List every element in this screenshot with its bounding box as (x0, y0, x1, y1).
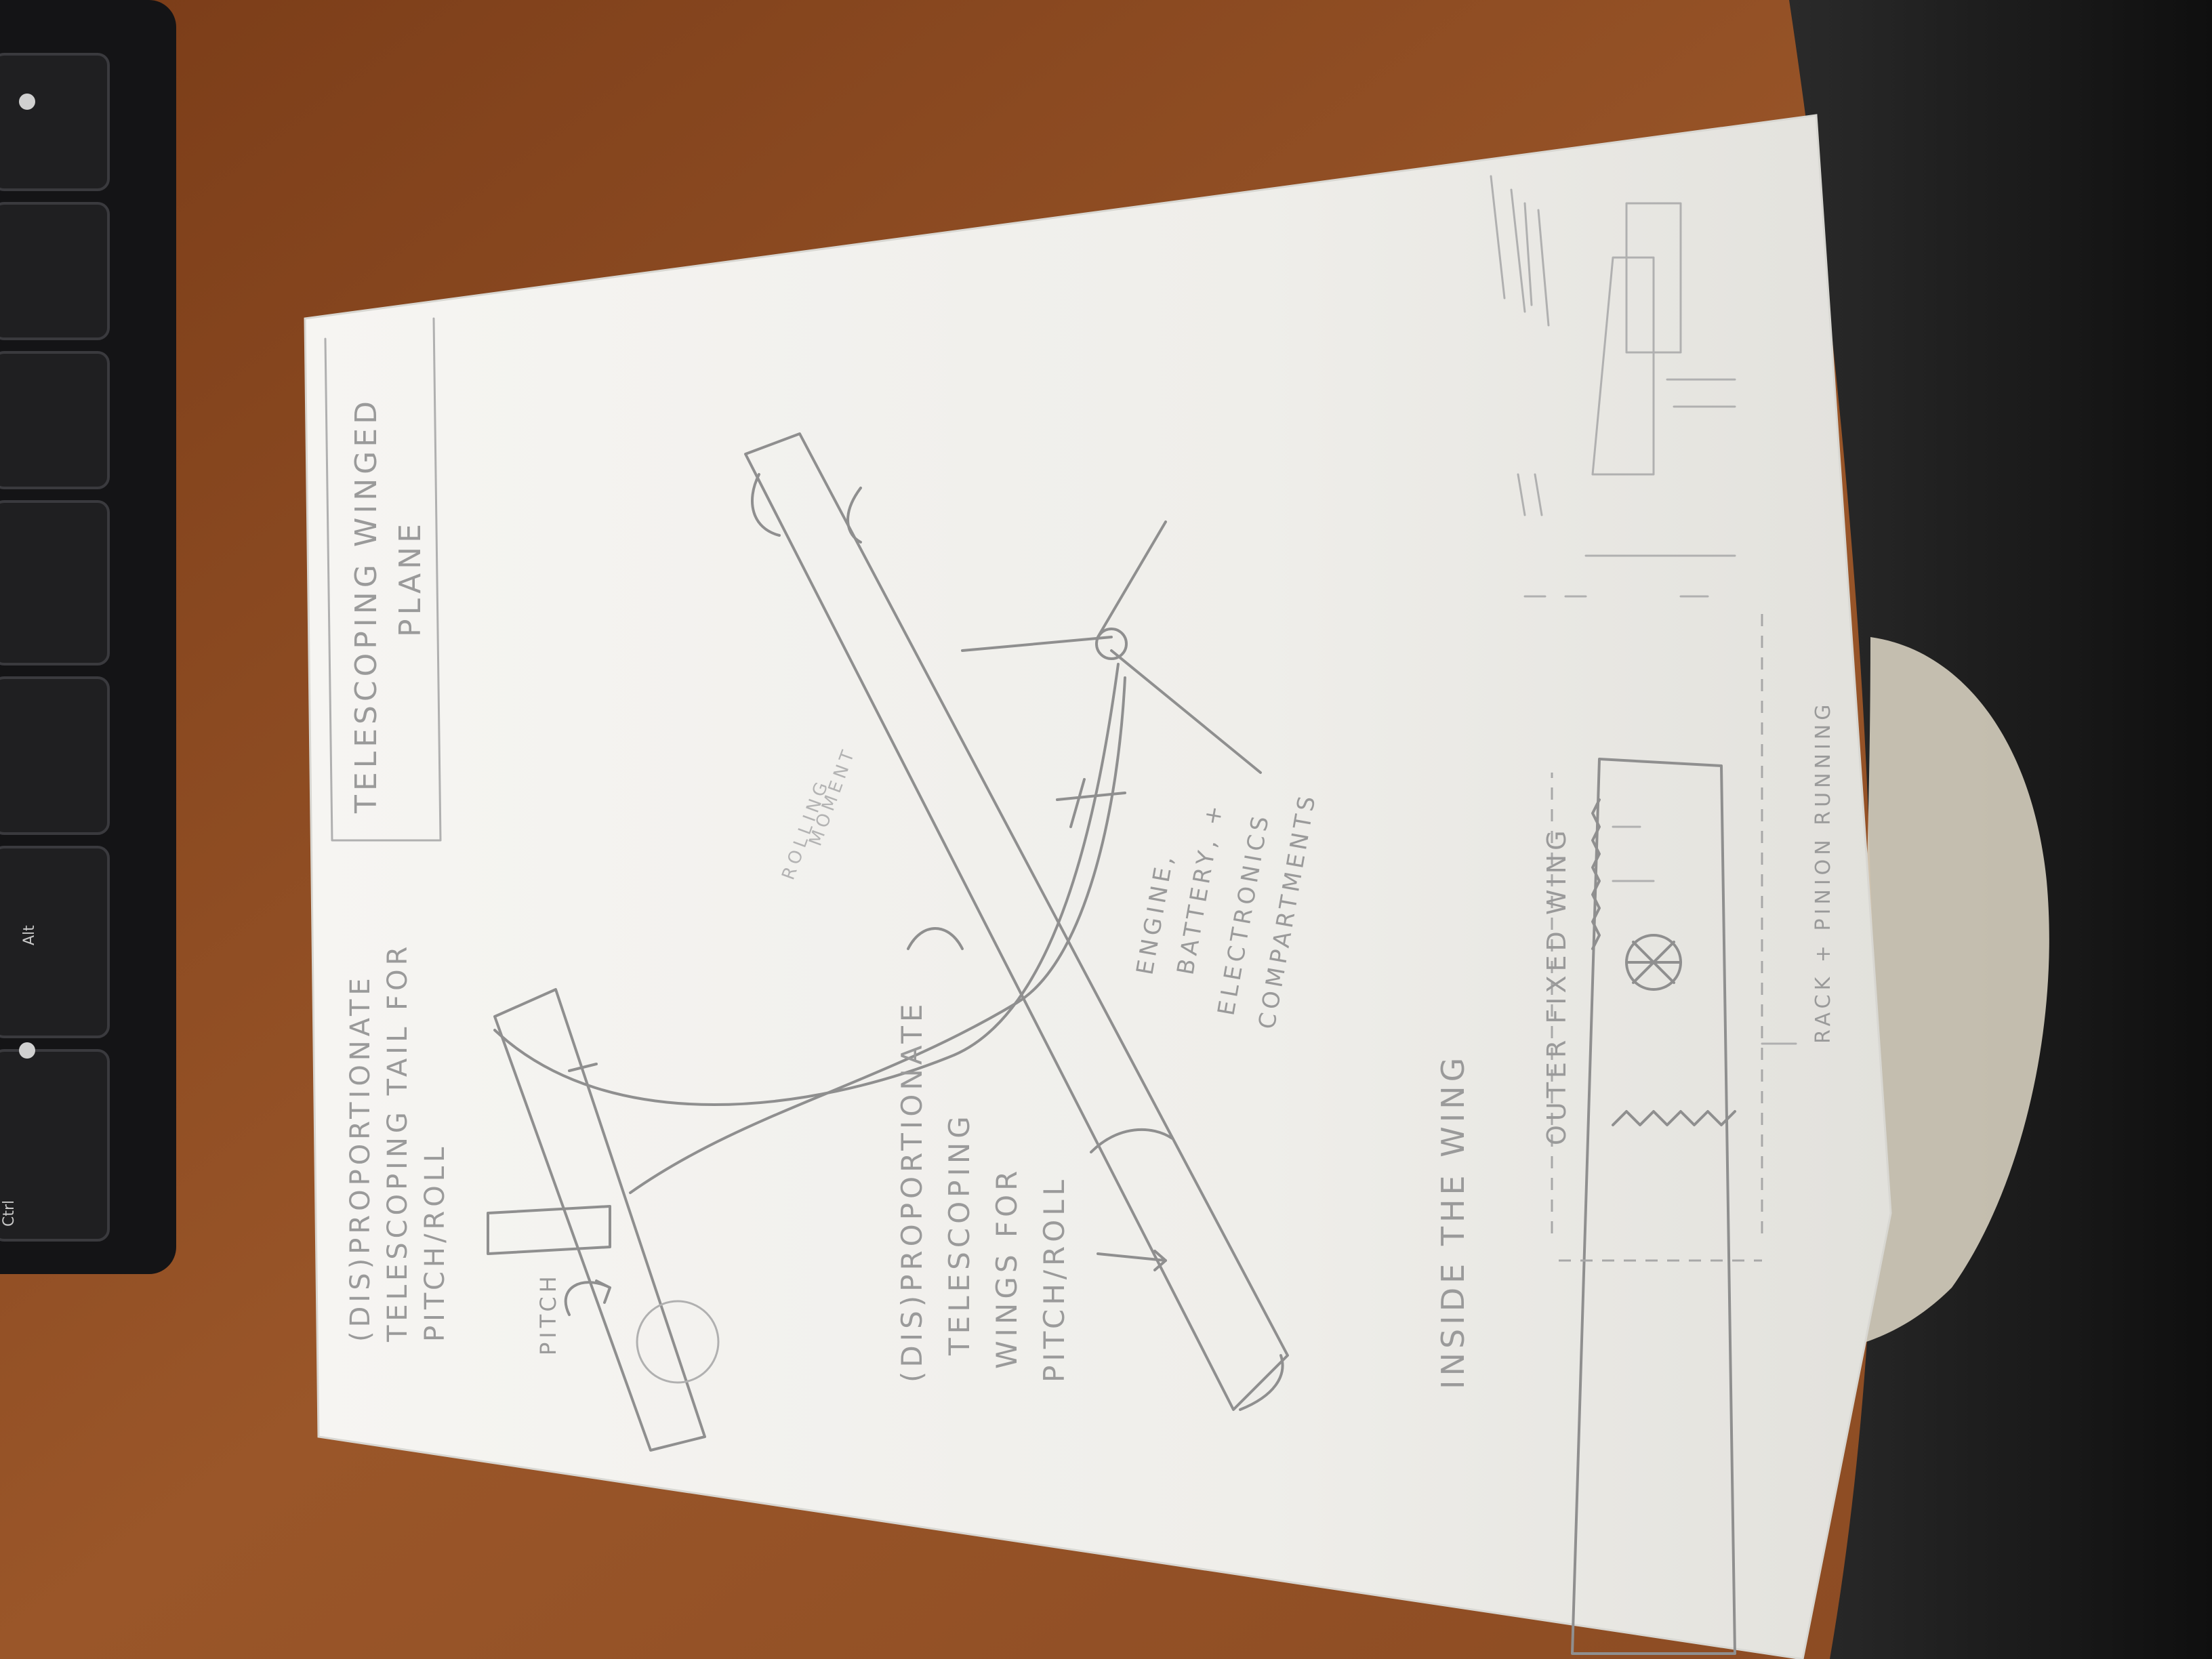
keyboard-key-alt: Alt (21, 925, 38, 945)
tail-note-line: TELESCOPING TAIL FOR (382, 943, 413, 1343)
keyboard-key (0, 53, 110, 191)
keyboard-key (0, 202, 110, 340)
keyboard-key-glyph (19, 94, 35, 110)
keyboard: Alt Ctrl (0, 0, 176, 1274)
cloth-patch (1843, 637, 2049, 1349)
wing-cutaway-diagram (1523, 202, 1763, 1655)
airplane-sketch (487, 432, 1289, 1452)
keyboard-key (0, 676, 110, 835)
wing-note-line: (DIS)PROPORTIONATE (895, 1000, 928, 1382)
keyboard-key (0, 1049, 110, 1242)
keyboard-key (0, 846, 110, 1038)
keyboard-key-ctrl: Ctrl (1, 1200, 18, 1227)
title-box: TELESCOPING WINGED PLANE (324, 317, 442, 842)
keyboard-key (0, 500, 110, 665)
tail-note: (DIS)PROPORTIONATE TELESCOPING TAIL FOR … (345, 943, 451, 1343)
scribble-notes (1490, 175, 1550, 516)
title-line-1: TELESCOPING WINGED (349, 397, 384, 814)
inside-wing-label: INSIDE THE WING (1435, 1054, 1471, 1389)
keyboard-key (0, 351, 110, 489)
outer-fixed-wing-label: OUTER FIXED WING (1542, 826, 1572, 1145)
wing-note-line: TELESCOPING (943, 1112, 976, 1356)
pitch-arrow (564, 1279, 611, 1316)
rack-pinion-label: RACK + PINION RUNNING (1811, 701, 1835, 1044)
wing-note-line: WINGS FOR (990, 1167, 1023, 1369)
pitch-label: PITCH (535, 1272, 561, 1355)
tail-note-line: PITCH/ROLL (419, 1143, 451, 1342)
tail-note-line: (DIS)PROPORTIONATE (345, 974, 376, 1342)
title-line-2: PLANE (393, 520, 428, 637)
wing-note-line: PITCH/ROLL (1038, 1176, 1071, 1382)
paper-sheet (304, 114, 1892, 1659)
wing-note: (DIS)PROPORTIONATE TELESCOPING WINGS FOR… (895, 1000, 1071, 1382)
keyboard-key-glyph (19, 1042, 35, 1059)
